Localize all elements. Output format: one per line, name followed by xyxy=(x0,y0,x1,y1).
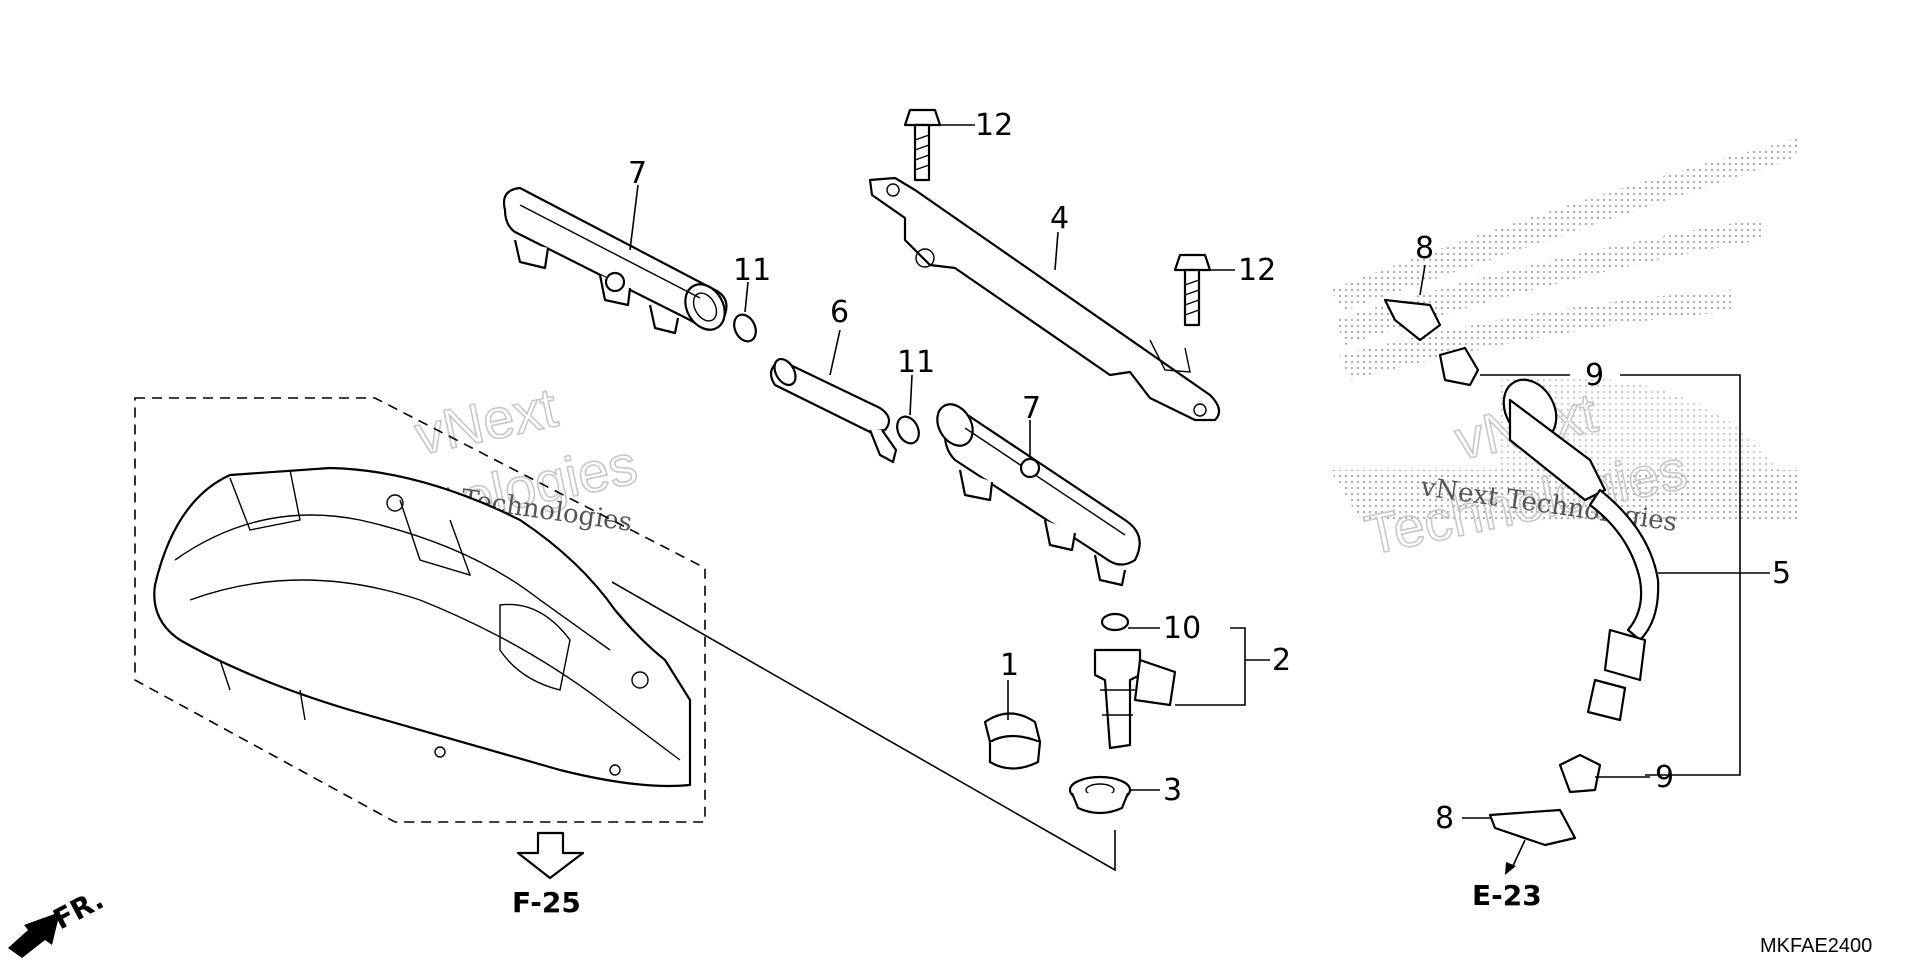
callout-9-upper: 9 xyxy=(1585,358,1604,393)
callout-11-upper: 11 xyxy=(733,253,771,288)
insulator-3 xyxy=(1068,775,1132,815)
reference-f25: F-25 xyxy=(512,831,585,919)
svg-text:FR.: FR. xyxy=(48,883,109,936)
sub-harness-5 xyxy=(1383,298,1660,847)
intake-cover-assembly xyxy=(134,397,706,823)
callout-5: 5 xyxy=(1772,556,1791,591)
callout-11-lower: 11 xyxy=(897,345,935,380)
o-ring-11-a xyxy=(733,313,757,343)
seal-ring-10 xyxy=(1100,612,1130,632)
bolt-12-b xyxy=(1173,253,1212,327)
callout-8-lower: 8 xyxy=(1435,801,1454,836)
callout-10: 10 xyxy=(1163,611,1201,646)
front-direction-marker: FR. xyxy=(8,883,109,958)
injector-2 xyxy=(1093,648,1177,750)
callout-12-upper: 12 xyxy=(975,108,1013,143)
leader-lines xyxy=(611,124,1770,872)
callout-2: 2 xyxy=(1272,643,1291,678)
joint-pipe xyxy=(769,357,898,464)
clip-1 xyxy=(983,712,1042,770)
bolt-12-a xyxy=(903,108,942,182)
callout-6: 6 xyxy=(830,295,849,330)
svg-text:F-25: F-25 xyxy=(512,886,581,919)
fuel-rail-lower xyxy=(936,403,1141,587)
rail-bracket xyxy=(868,176,1221,422)
fuel-rail-upper xyxy=(502,186,728,335)
reference-e23: E-23 xyxy=(1472,839,1542,912)
callout-4: 4 xyxy=(1050,201,1069,236)
callout-labels: 7 11 6 11 12 4 12 7 1 10 2 3 8 9 5 9 8 xyxy=(628,108,1791,836)
callout-7-lower: 7 xyxy=(1022,391,1041,426)
diagram-code: MKFAE2400 xyxy=(1760,935,1872,957)
callout-3: 3 xyxy=(1163,773,1182,808)
callout-9-lower: 9 xyxy=(1655,760,1674,795)
svg-text:E-23: E-23 xyxy=(1472,879,1542,912)
callout-8-upper: 8 xyxy=(1415,231,1434,266)
callout-1: 1 xyxy=(1000,648,1019,683)
callout-7-upper: 7 xyxy=(628,156,647,191)
callout-12-lower: 12 xyxy=(1238,253,1276,288)
o-ring-11-b xyxy=(896,415,920,445)
